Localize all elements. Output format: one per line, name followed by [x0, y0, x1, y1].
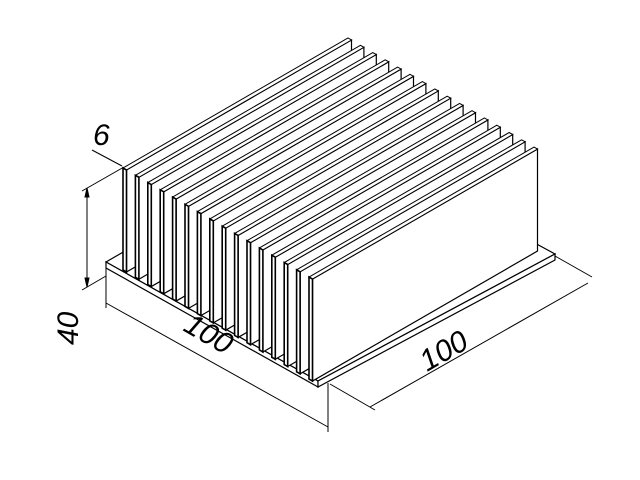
- fin-front-face: [122, 166, 128, 274]
- fin-front-face: [171, 195, 177, 303]
- dimension-line-length: [369, 282, 589, 408]
- extension-line: [554, 255, 593, 278]
- fin-front-face: [221, 224, 227, 332]
- fin-front-face: [295, 268, 301, 376]
- fin-front-face: [184, 202, 190, 310]
- fins: [121, 37, 539, 383]
- fin-front-face: [196, 210, 202, 317]
- extension-line: [81, 166, 125, 192]
- fin-front-face: [258, 246, 264, 354]
- fin-front-face: [283, 261, 289, 368]
- fin-front-face: [246, 239, 252, 347]
- arrowheads: [84, 187, 90, 288]
- fin-front-face: [159, 188, 165, 296]
- dimensions: [81, 149, 593, 432]
- extension-line: [81, 275, 107, 291]
- fin-front-face: [233, 232, 239, 339]
- fin-front-face: [147, 181, 153, 288]
- leader-line: [91, 149, 123, 167]
- dimension-line-width: [105, 302, 329, 428]
- fin-front-face: [270, 253, 277, 361]
- dim-label-thickness: 6: [93, 119, 110, 152]
- dim-label-height: 40: [52, 311, 85, 345]
- dim-label-length: 100: [414, 324, 474, 378]
- fin: [307, 146, 539, 383]
- fin-front-face: [308, 275, 314, 383]
- extension-line: [329, 383, 376, 411]
- fin-front-face: [209, 217, 215, 325]
- fin-front-face: [134, 173, 140, 281]
- base-side-face: [317, 252, 556, 389]
